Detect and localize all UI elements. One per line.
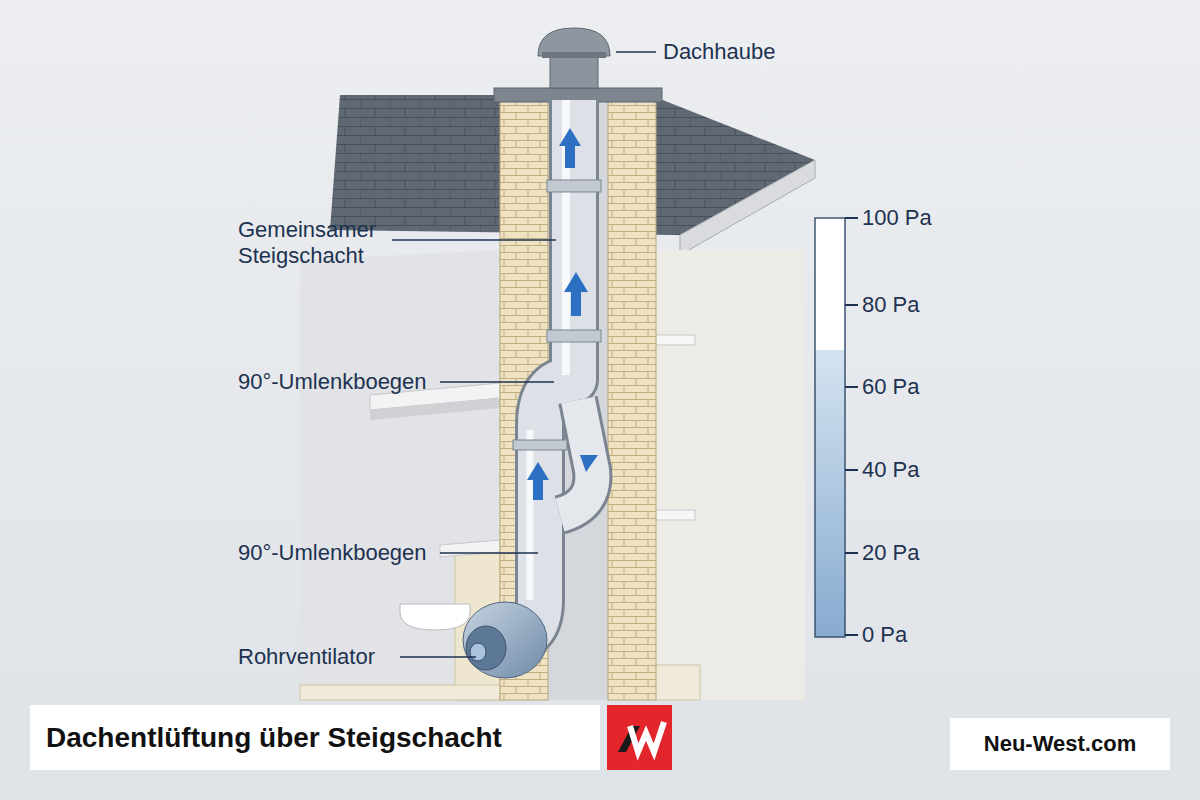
pressure-scale [845, 634, 858, 636]
pressure-scale [815, 350, 845, 637]
duct-coupling [513, 440, 567, 450]
scale-value: 20 Pa [862, 540, 920, 566]
flow-arrow [580, 455, 598, 472]
callout-label: 90°-Umlenkboegen [238, 369, 427, 395]
pressure-scale [815, 218, 845, 637]
flow-arrow [527, 128, 598, 500]
pressure-scale [845, 469, 858, 471]
leader-line [392, 239, 556, 241]
flow-arrow [564, 272, 588, 316]
roof [680, 160, 815, 255]
title-panel [30, 705, 600, 770]
building-right [655, 665, 700, 700]
brand-panel [950, 718, 1170, 770]
leader-line [440, 381, 554, 383]
building-left [370, 398, 500, 420]
title: Dachentlüftung über Steigschacht [46, 722, 502, 754]
pressure-scale [845, 217, 858, 219]
duct-coupling [513, 180, 601, 450]
tube-fan [470, 643, 486, 661]
brand-name: Neu-West.com [984, 731, 1136, 757]
callout-label: Dachhaube [663, 39, 776, 65]
tube-fan [466, 626, 506, 670]
duct-coupling [547, 330, 601, 342]
logo [630, 722, 664, 752]
callout-label: 90°-Umlenkboegen [238, 540, 427, 566]
scale-value: 60 Pa [862, 374, 920, 400]
gutter [400, 604, 470, 630]
leader-line [440, 552, 538, 554]
flow-arrow [559, 128, 581, 168]
pressure-scale [815, 218, 858, 637]
chimney-shaft [608, 100, 656, 700]
building-left [440, 540, 500, 557]
callout-label: Rohrventilator [238, 644, 375, 670]
tube-fan [463, 602, 547, 678]
title-panel [30, 705, 600, 770]
logo [607, 705, 672, 770]
gutter [400, 604, 470, 630]
building-right [655, 335, 695, 345]
pressure-scale [845, 386, 858, 388]
building-right [655, 510, 695, 520]
pressure-scale [845, 552, 858, 554]
duct [527, 430, 534, 600]
roof-hood [542, 52, 606, 58]
flow-arrow [527, 462, 549, 500]
brand-panel [950, 718, 1170, 770]
building-left [300, 685, 500, 700]
logo [607, 705, 672, 770]
leader-line [400, 656, 476, 658]
duct-coupling [547, 180, 601, 192]
scale-value: 0 Pa [862, 622, 907, 648]
chimney-shaft [494, 88, 662, 102]
roof-hood [538, 28, 610, 88]
roof-hood [538, 28, 610, 56]
building-right [655, 250, 805, 700]
scale-value: 100 Pa [862, 205, 932, 231]
tube-fan [463, 602, 547, 678]
scale-value: 40 Pa [862, 457, 920, 483]
callout-label: Gemeinsamer Steigschacht [238, 217, 398, 270]
leader-line [616, 51, 656, 53]
scale-value: 80 Pa [862, 292, 920, 318]
pressure-scale [815, 218, 845, 350]
pressure-scale [845, 218, 858, 635]
pressure-scale [845, 304, 858, 306]
building-right [655, 250, 805, 700]
leader-line [392, 52, 656, 657]
